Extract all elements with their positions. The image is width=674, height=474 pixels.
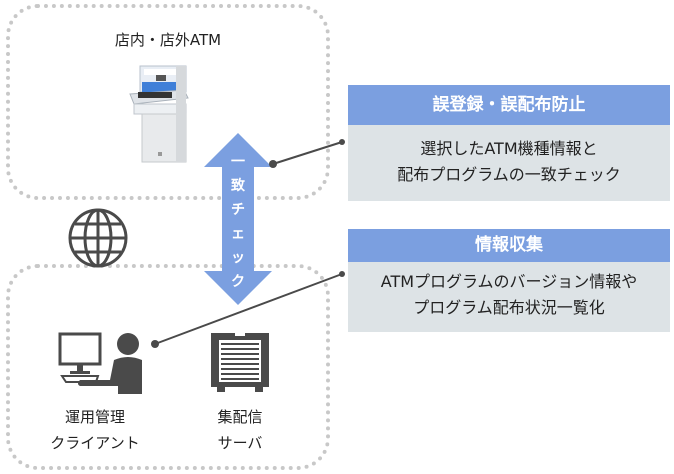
connector-dot: [151, 340, 159, 348]
match-check-arrow: [204, 133, 272, 305]
globe-icon: [68, 208, 128, 268]
client-label: 運用管理 クライアント: [40, 404, 150, 456]
connector-dot: [269, 160, 277, 168]
operator-computer-icon: [58, 332, 142, 394]
card-line: 配布プログラムの一致チェック: [397, 165, 621, 184]
server-label-line: 集配信: [217, 408, 263, 426]
operations-zone: [6, 264, 330, 470]
card-title: 情報収集: [348, 229, 670, 262]
card-body: 選択したATM機種情報と 配布プログラムの一致チェック: [348, 125, 670, 201]
arrow-char: ェ: [231, 226, 245, 242]
server-label: 集配信 サーバ: [190, 404, 290, 456]
card-body: ATMプログラムのバージョン情報や プログラム配布状況一覧化: [348, 262, 670, 332]
client-label-line: クライアント: [50, 434, 140, 452]
card-line: ATMプログラムのバージョン情報や: [380, 272, 638, 291]
match-check-label: 一 致 チ ェ ッ ク: [224, 150, 252, 294]
connector-dot: [339, 271, 345, 277]
arrow-char: ク: [231, 274, 245, 290]
arrow-char: ッ: [231, 250, 245, 266]
card-prevent-misregistration: 誤登録・誤配布防止 選択したATM機種情報と 配布プログラムの一致チェック: [348, 85, 670, 201]
connector-client-card2: [154, 273, 343, 345]
atm-zone: [6, 4, 330, 200]
server-icon: [211, 333, 269, 392]
card-information-collection: 情報収集 ATMプログラムのバージョン情報や プログラム配布状況一覧化: [348, 229, 670, 332]
card-title: 誤登録・誤配布防止: [348, 85, 670, 125]
connector-atm-card1: [272, 141, 343, 165]
arrow-char: 致: [231, 178, 245, 194]
server-label-line: サーバ: [217, 434, 263, 452]
client-label-line: 運用管理: [64, 408, 125, 426]
arrow-char: チ: [231, 202, 245, 218]
atm-zone-title: 店内・店外ATM: [114, 31, 222, 49]
connector-dot: [339, 139, 345, 145]
arrow-char: 一: [231, 154, 245, 170]
card-line: プログラム配布状況一覧化: [413, 298, 605, 317]
atm-machine-icon: [129, 65, 189, 163]
card-line: 選択したATM機種情報と: [420, 139, 598, 158]
